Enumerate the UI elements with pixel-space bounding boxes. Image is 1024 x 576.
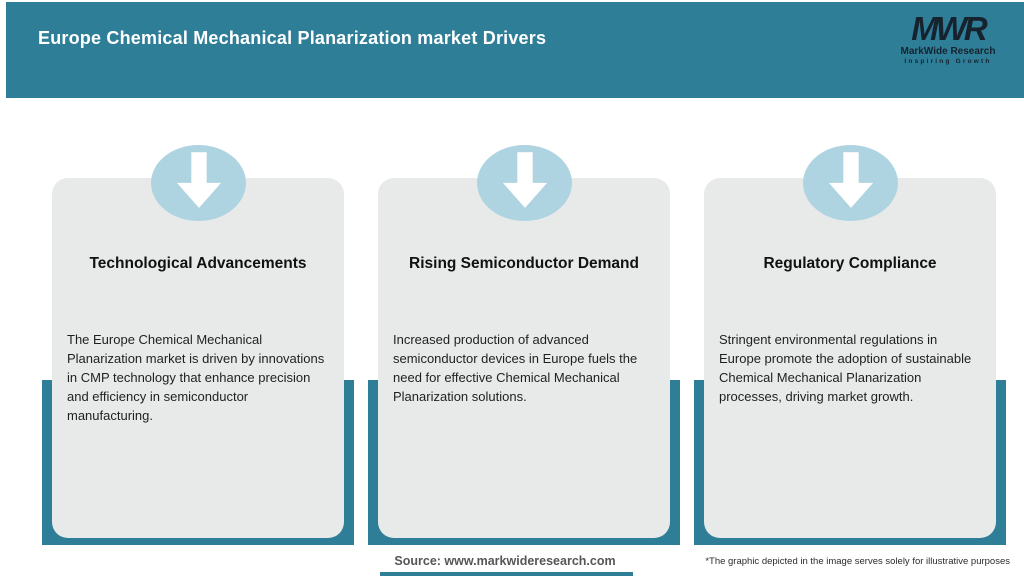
header-bar: Europe Chemical Mechanical Planarization…	[6, 2, 1024, 98]
disclaimer-text: *The graphic depicted in the image serve…	[705, 556, 1010, 567]
source-text: Source: www.markwideresearch.com	[394, 554, 616, 568]
driver-card-regulatory-compliance: Regulatory Compliance Stringent environm…	[694, 145, 1006, 545]
badge-circle	[477, 145, 572, 221]
logo-monogram: MWR	[911, 10, 987, 47]
card-title: Technological Advancements	[89, 255, 307, 272]
card: Rising Semiconductor Demand Increased pr…	[378, 178, 670, 538]
logo-tagline: Inspiring Growth	[904, 58, 992, 65]
markwide-research-logo: MWR MarkWide Research Inspiring Growth	[888, 10, 1008, 66]
driver-card-technological-advancements: Technological Advancements The Europe Ch…	[42, 145, 354, 545]
logo-name: MarkWide Research	[900, 46, 996, 57]
badge-circle	[803, 145, 898, 221]
badge-circle	[151, 145, 246, 221]
page-title: Europe Chemical Mechanical Planarization…	[38, 28, 547, 48]
down-arrow-icon	[827, 151, 875, 215]
card-title: Regulatory Compliance	[763, 255, 937, 272]
card-title: Rising Semiconductor Demand	[409, 255, 639, 272]
card: Regulatory Compliance Stringent environm…	[704, 178, 996, 538]
bottom-teal-strip	[380, 572, 633, 576]
down-arrow-icon	[501, 151, 549, 215]
card-body: Stringent environmental regulations in E…	[719, 332, 972, 404]
card-body: The Europe Chemical Mechanical Planariza…	[67, 332, 325, 423]
down-arrow-icon	[175, 151, 223, 215]
card: Technological Advancements The Europe Ch…	[52, 178, 344, 538]
driver-card-rising-semiconductor-demand: Rising Semiconductor Demand Increased pr…	[368, 145, 680, 545]
card-body: Increased production of advanced semicon…	[393, 332, 638, 404]
